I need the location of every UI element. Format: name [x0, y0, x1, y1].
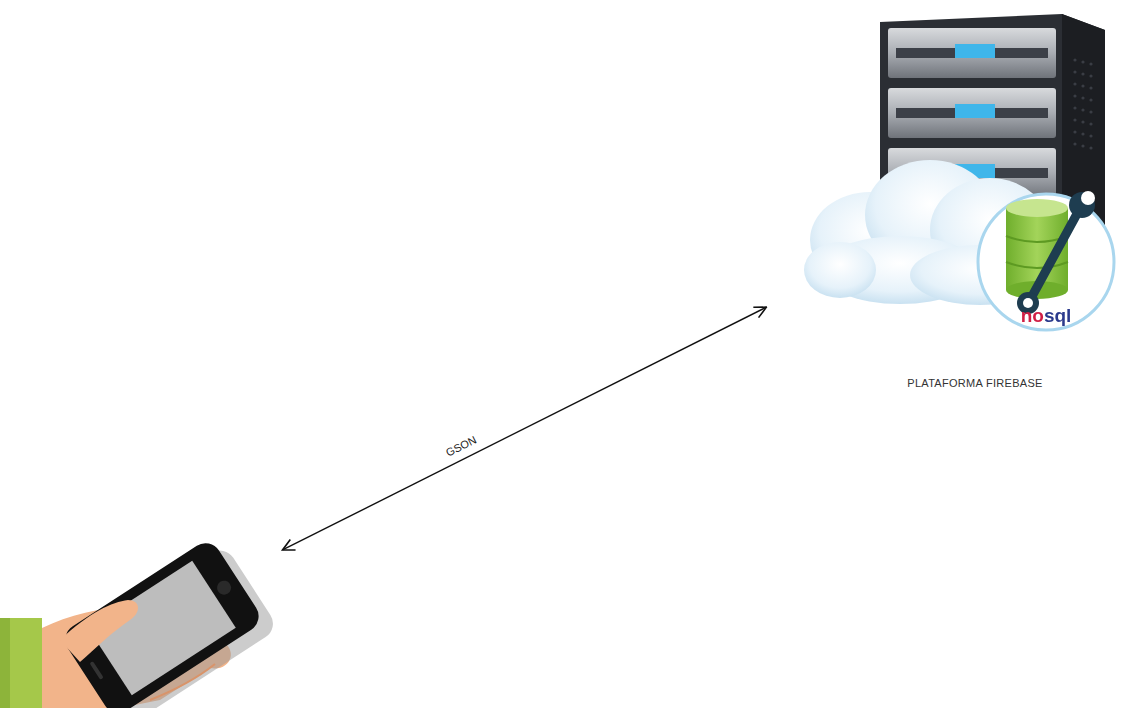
phone-node: [0, 540, 270, 708]
logo-text: nosql: [1021, 305, 1072, 327]
double-arrow: [283, 307, 767, 550]
nosql-logo: [978, 191, 1114, 330]
node-label: PLATAFORMA FIREBASE: [820, 377, 1130, 389]
hand-phone: [0, 533, 279, 708]
server-node: PLATAFORMA FIREBASE: [820, 10, 1130, 395]
